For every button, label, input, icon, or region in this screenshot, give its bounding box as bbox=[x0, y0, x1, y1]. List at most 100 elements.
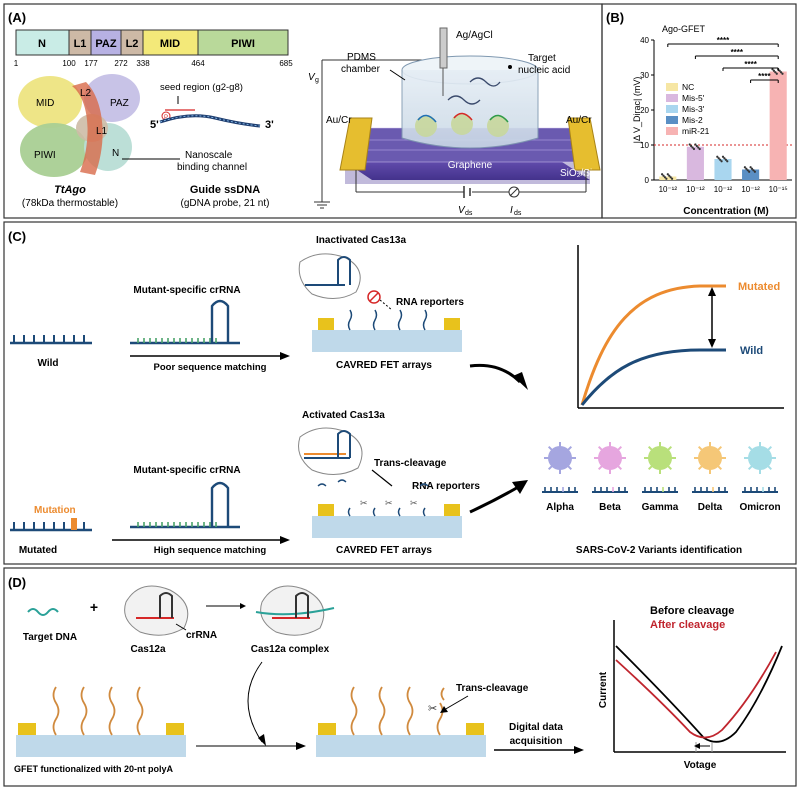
cleaved-fragment bbox=[440, 687, 445, 701]
polya-strand bbox=[136, 686, 144, 736]
data-point bbox=[726, 160, 729, 163]
cleaved-reporter bbox=[347, 507, 351, 517]
ammeter-icon bbox=[509, 187, 519, 197]
data-point bbox=[688, 143, 691, 146]
data-point bbox=[743, 166, 746, 169]
rna-reporters-label: RNA reporters bbox=[396, 297, 464, 308]
significance-label: **** bbox=[717, 36, 730, 45]
data-point bbox=[697, 146, 700, 149]
domain-tick: 177 bbox=[84, 59, 98, 68]
crrna-label: Mutant-specific crRNA bbox=[133, 285, 240, 296]
substrate-side bbox=[345, 162, 590, 184]
gfet-electrode bbox=[318, 723, 336, 735]
curved-arrow bbox=[247, 661, 263, 743]
digital-label: Digital data bbox=[509, 722, 563, 733]
domain-n bbox=[15, 29, 70, 56]
dashed-arrow bbox=[379, 299, 393, 311]
arrow-head bbox=[280, 352, 290, 360]
rna-reporters-label: RNA reporters bbox=[412, 481, 480, 492]
arrow-head bbox=[240, 603, 246, 609]
channel-label: Nanoscale bbox=[185, 150, 233, 161]
variant-list: SARS-CoV-2 Variants identification Alpha… bbox=[542, 442, 781, 556]
target-strand bbox=[447, 95, 481, 105]
significance-label: **** bbox=[758, 72, 771, 81]
mutated-label: Mutated bbox=[19, 545, 57, 556]
data-point bbox=[717, 157, 720, 160]
target-dna-label: Target DNA bbox=[23, 632, 77, 643]
electrode-right bbox=[567, 117, 601, 171]
guide-desc: (gDNA probe, 21 nt) bbox=[181, 198, 270, 209]
fet-array bbox=[312, 330, 462, 352]
chart-bar bbox=[769, 71, 787, 180]
data-point bbox=[695, 144, 698, 148]
variant-label: Delta bbox=[698, 502, 723, 513]
trans-cleavage-label: Trans-cleavage bbox=[374, 458, 447, 469]
virus-icon bbox=[598, 446, 622, 470]
cavred-label: CAVRED FET arrays bbox=[336, 360, 432, 371]
panel-b-label: (B) bbox=[606, 10, 624, 25]
scissors-icon: ✂ bbox=[385, 498, 393, 508]
data-point bbox=[668, 174, 671, 177]
ref-label: Ag/AgCl bbox=[456, 30, 493, 41]
legend-swatch bbox=[666, 116, 678, 124]
domain-tick: 338 bbox=[136, 59, 150, 68]
panel-d-label: (D) bbox=[8, 575, 26, 590]
significance-label: **** bbox=[744, 60, 757, 69]
target-label: Target bbox=[528, 53, 556, 64]
three-prime: 3' bbox=[265, 119, 274, 131]
y-tick-label: 40 bbox=[640, 36, 649, 45]
crrna-bases bbox=[137, 338, 217, 343]
data-point bbox=[662, 174, 665, 177]
domain-tick: 464 bbox=[191, 59, 205, 68]
gfet-electrode bbox=[466, 723, 484, 735]
fet-array bbox=[312, 516, 462, 538]
phosphate-label: P bbox=[164, 115, 168, 121]
cavred-label: CAVRED FET arrays bbox=[336, 545, 432, 556]
domain-tick: 1 bbox=[14, 59, 19, 68]
five-prime: 5' bbox=[150, 119, 159, 131]
polya-strand bbox=[378, 686, 386, 736]
trans-pointer bbox=[443, 695, 469, 711]
crrna-hairpin bbox=[210, 299, 230, 343]
domain-label: PIWI bbox=[231, 38, 255, 50]
cas12a-workflow: Target DNA + crRNA Cas12a Cas12a complex bbox=[23, 585, 335, 746]
fet-electrode bbox=[444, 504, 460, 516]
virus-icon bbox=[648, 446, 672, 470]
curve-wild-label: Wild bbox=[740, 345, 763, 357]
cleaved-reporter bbox=[372, 507, 376, 517]
data-point bbox=[721, 155, 725, 158]
legend-label: miR-21 bbox=[682, 126, 710, 136]
arrow-head bbox=[280, 536, 290, 544]
crrna-hairpin bbox=[295, 592, 309, 618]
domain-label: L2 bbox=[126, 38, 139, 50]
shift-arrow-head bbox=[694, 743, 700, 749]
x-tick-label: 10⁻¹² bbox=[659, 185, 678, 194]
data-point bbox=[745, 167, 748, 170]
wild-row: Wild Mutant-specific crRNA Poor sequence… bbox=[10, 235, 464, 373]
virus-icon bbox=[548, 446, 572, 470]
crrna-hairpin bbox=[159, 592, 173, 618]
response-curve-plot: Mutated Wild bbox=[577, 245, 784, 409]
cas12a-complex-icon bbox=[260, 585, 325, 636]
domain-label: MID bbox=[160, 38, 180, 50]
domain-mid bbox=[142, 29, 199, 56]
data-point bbox=[748, 170, 751, 173]
data-point bbox=[749, 166, 752, 169]
aucr-right-label: Au/Cr bbox=[566, 115, 592, 126]
pdms-pointer bbox=[389, 69, 406, 81]
legend-label: Mis-5' bbox=[682, 93, 705, 103]
data-point bbox=[666, 173, 669, 176]
ago-protein-structure: MID L2 PAZ L1 PIWI N TtAgo (78kDa thermo… bbox=[18, 74, 140, 209]
plot-ylabel: Current bbox=[598, 671, 609, 708]
to-variants-arrow-head bbox=[512, 480, 528, 494]
data-point bbox=[771, 68, 774, 71]
chart-bar bbox=[742, 169, 760, 180]
variant-label: Omicron bbox=[739, 502, 780, 513]
data-point bbox=[698, 147, 701, 151]
plus-sign: + bbox=[90, 599, 98, 615]
crrna-hairpin bbox=[210, 481, 230, 527]
data-point bbox=[660, 173, 664, 176]
polya-strand bbox=[350, 686, 358, 736]
mutation-site bbox=[71, 518, 77, 530]
